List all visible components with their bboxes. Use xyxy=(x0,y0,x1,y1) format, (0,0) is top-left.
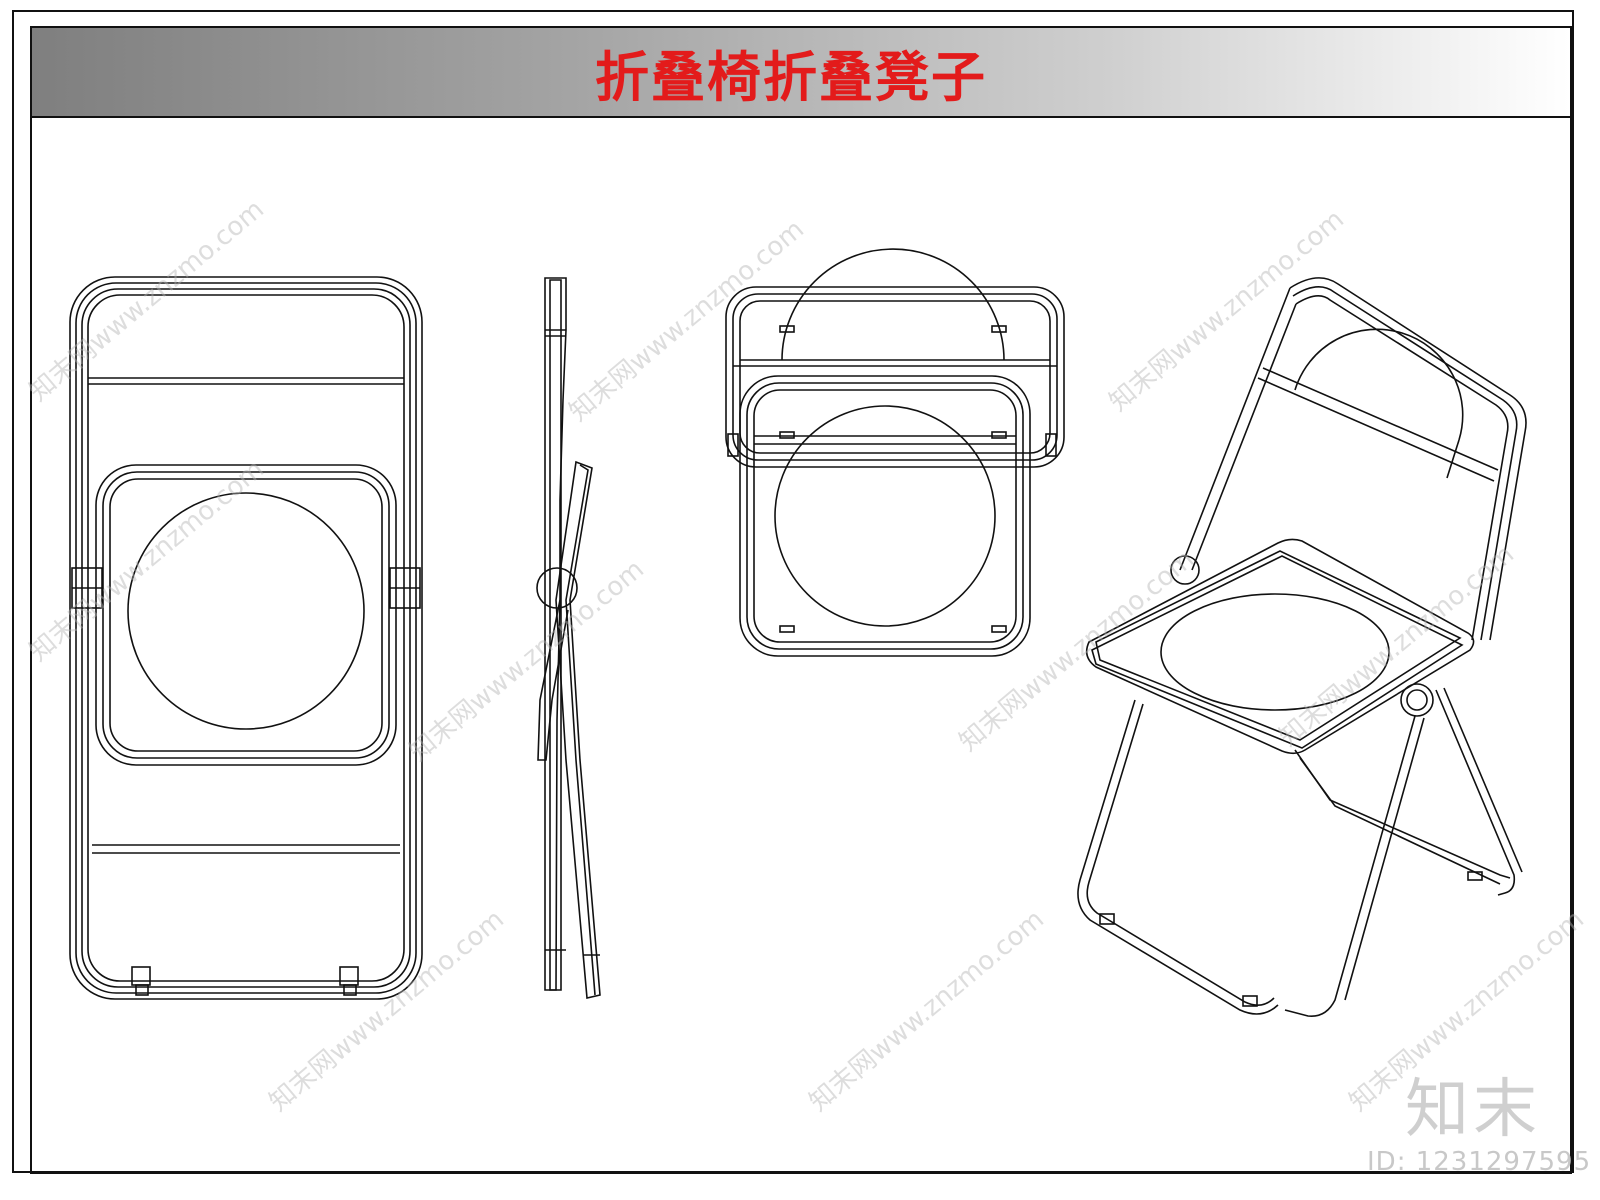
perspective-view xyxy=(1077,277,1527,1017)
top-view xyxy=(725,248,1065,657)
title-bar: 折叠椅折叠凳子 xyxy=(32,28,1570,118)
front-view xyxy=(69,276,423,1000)
page-title: 折叠椅折叠凳子 xyxy=(595,45,987,109)
side-view xyxy=(536,277,601,999)
watermark-logo: 知末 xyxy=(1405,1073,1541,1147)
drawing-frame-inner xyxy=(30,26,1572,1174)
watermark-id: ID: 1231297595 xyxy=(1367,1147,1592,1177)
